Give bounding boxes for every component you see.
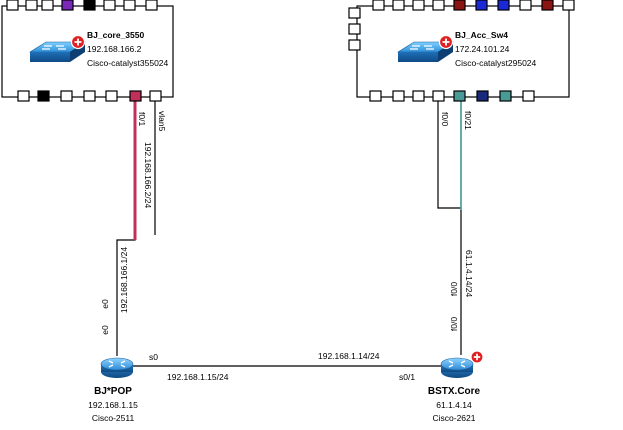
subnet-label: 61.1.4.14/24 <box>464 250 474 298</box>
device-ip: 192.168.1.15 <box>88 400 138 410</box>
status-plus-icon <box>470 350 484 364</box>
acc-switch-side-ports <box>348 23 361 51</box>
port-label: f0/1 <box>137 112 147 126</box>
device-model: Cisco-2511 <box>92 413 135 423</box>
router-icon <box>440 357 474 378</box>
device-ip: 61.1.4.14 <box>436 400 472 410</box>
device-pop-router[interactable]: BJ*POP 192.168.1.15 Cisco-2511 <box>88 357 138 423</box>
core-switch-bottom-ports <box>17 90 162 102</box>
switch-icon <box>28 41 86 62</box>
device-model: Cisco-catalyst355024 <box>87 58 169 68</box>
device-acc-switch[interactable]: BJ_Acc_Sw4 172.24.101.24 Cisco-catalyst2… <box>348 0 575 102</box>
device-name: BSTX.Core <box>428 386 481 397</box>
status-plus-icon <box>438 34 454 50</box>
port-label: s0 <box>149 352 158 362</box>
port-label: vlan5 <box>157 111 167 132</box>
port-label: f0/0 <box>449 282 459 296</box>
acc-switch-top-ports <box>348 0 575 19</box>
port-label: f0/21 <box>463 111 473 130</box>
link-core-to-pop[interactable] <box>116 97 156 356</box>
device-name: BJ*POP <box>94 386 132 397</box>
device-name: BJ_Acc_Sw4 <box>455 30 508 40</box>
port-label: f0/0 <box>449 317 459 331</box>
device-ip: 192.168.166.2 <box>87 44 142 54</box>
subnet-label: 192.168.166.1/24 <box>119 247 129 313</box>
device-core-switch[interactable]: BJ_core_3550 192.168.166.2 Cisco-catalys… <box>1 0 174 102</box>
subnet-label: 192.168.1.15/24 <box>167 372 229 382</box>
port-label: s0/1 <box>399 372 415 382</box>
device-name: BJ_core_3550 <box>87 30 144 40</box>
status-plus-icon <box>70 34 86 50</box>
port-label: f0/0 <box>440 112 450 126</box>
subnet-label: 192.168.1.14/24 <box>318 351 380 361</box>
device-model: Cisco-2621 <box>433 413 476 423</box>
device-core-router[interactable]: BSTX.Core 61.1.4.14 Cisco-2621 <box>428 350 484 423</box>
switch-icon <box>396 41 454 62</box>
device-ip: 172.24.101.24 <box>455 44 510 54</box>
acc-switch-bottom-ports <box>369 90 535 102</box>
port-label: e0 <box>100 325 110 335</box>
link-acc-to-core[interactable] <box>437 97 462 355</box>
router-icon <box>100 357 134 378</box>
port-label: e0 <box>100 299 110 309</box>
device-model: Cisco-catalyst295024 <box>455 58 537 68</box>
core-switch-top-ports <box>6 0 158 11</box>
subnet-label: 192.168.166.2/24 <box>143 142 153 208</box>
